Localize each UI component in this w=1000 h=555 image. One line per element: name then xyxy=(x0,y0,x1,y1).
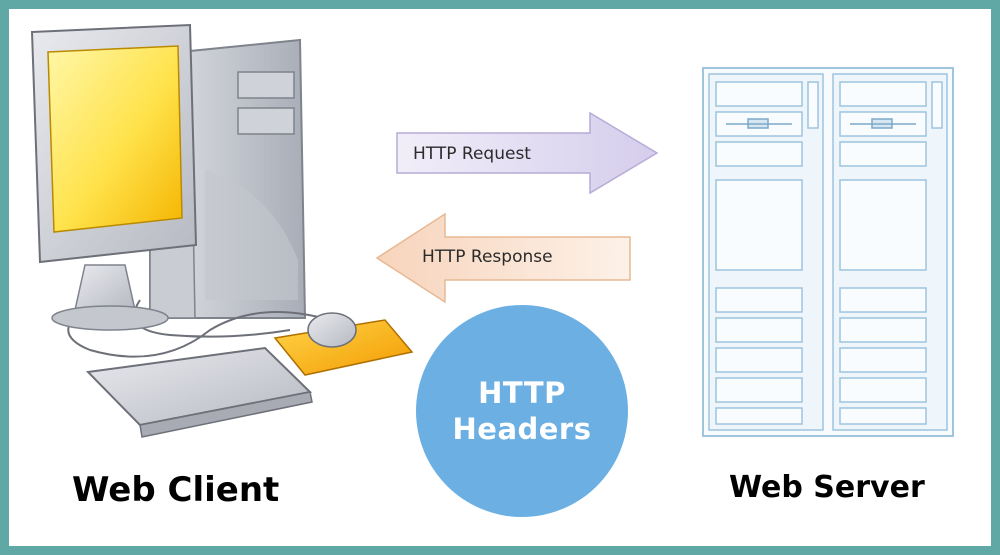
drive-bay xyxy=(237,71,295,99)
mouse xyxy=(307,312,357,348)
response-arrow-label: HTTP Response xyxy=(422,247,553,267)
server-rack-icon xyxy=(702,67,954,437)
request-arrow-label: HTTP Request xyxy=(413,144,531,164)
web-server-caption: Web Server xyxy=(729,470,925,505)
response-arrow xyxy=(375,212,631,304)
cable xyxy=(67,294,331,358)
web-client-caption: Web Client xyxy=(72,470,280,510)
monitor-stand xyxy=(74,264,136,311)
http-headers-bubble: HTTP Headers xyxy=(416,305,628,517)
drive-bay xyxy=(237,107,295,135)
desktop-computer-icon xyxy=(30,23,414,438)
headers-line-2: Headers xyxy=(452,412,592,446)
headers-line-1: HTTP xyxy=(478,375,566,410)
monitor-screen xyxy=(47,45,183,233)
request-arrow xyxy=(396,111,659,195)
